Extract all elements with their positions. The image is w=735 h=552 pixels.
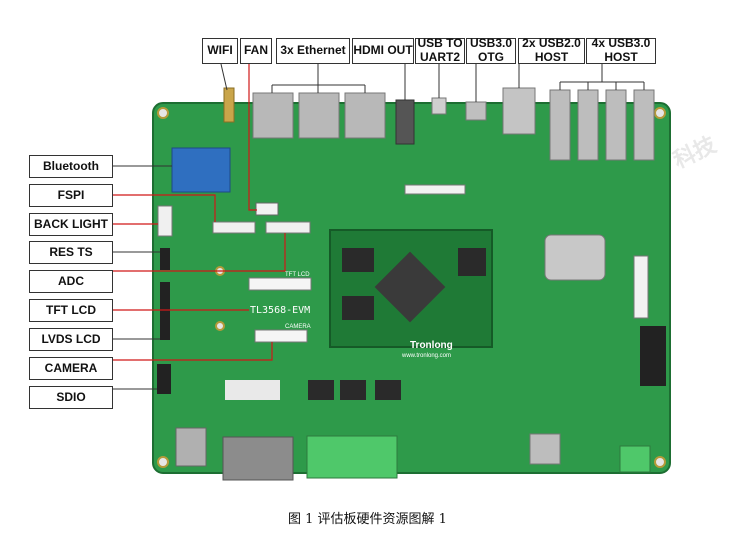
hdmi-port bbox=[395, 99, 415, 145]
usb3-otg-port bbox=[465, 101, 487, 121]
mount-hole bbox=[157, 107, 169, 119]
label-tftlcd: TFT LCD bbox=[29, 299, 113, 322]
usb2-host-port bbox=[502, 87, 536, 135]
ethernet-port bbox=[252, 92, 294, 139]
label-fan: FAN bbox=[240, 38, 272, 64]
leader-wifi bbox=[220, 63, 228, 91]
label-sdio: SDIO bbox=[29, 386, 113, 409]
ethernet-port bbox=[344, 92, 386, 139]
bluetooth-module bbox=[171, 147, 231, 193]
label-camera: CAMERA bbox=[29, 357, 113, 380]
leader-fan bbox=[248, 64, 257, 211]
adc-connector bbox=[265, 221, 311, 234]
db9-serial-port bbox=[222, 436, 294, 481]
backlight-connector bbox=[157, 205, 173, 237]
label-backlight: BACK LIGHT bbox=[29, 213, 113, 236]
mount-hole bbox=[654, 456, 666, 468]
emmc-chip bbox=[458, 248, 486, 276]
leader-camera bbox=[113, 342, 273, 361]
terminal-block bbox=[306, 435, 398, 479]
ic-chip bbox=[375, 380, 401, 400]
silk-tft: TFT LCD bbox=[285, 272, 310, 278]
label-lvdslcd: LVDS LCD bbox=[29, 328, 113, 351]
label-usb3-otg: USB3.0 OTG bbox=[466, 36, 516, 64]
fan-header bbox=[255, 202, 279, 216]
label-usb-uart: USB TO UART2 bbox=[415, 36, 465, 64]
usb3-host-port bbox=[549, 89, 571, 161]
jtag-header bbox=[640, 326, 666, 386]
tft-lcd-connector bbox=[248, 277, 312, 291]
ddr-chip bbox=[342, 296, 374, 320]
label-sticker bbox=[225, 380, 280, 400]
silk-camera: CAMERA bbox=[285, 324, 311, 330]
usb-uart-port bbox=[431, 97, 447, 115]
fspi-connector bbox=[212, 221, 256, 234]
sdio-header bbox=[157, 364, 171, 394]
mount-hole bbox=[215, 321, 225, 331]
label-hdmi: HDMI OUT bbox=[352, 38, 414, 64]
lvds-header bbox=[160, 282, 170, 340]
camera-connector bbox=[254, 329, 308, 343]
power-terminal bbox=[619, 445, 651, 473]
ic-chip bbox=[308, 380, 334, 400]
wifi-antenna bbox=[223, 87, 235, 123]
ddr-chip bbox=[342, 248, 374, 272]
figure-caption: 图 1 评估板硬件资源图解 1 bbox=[288, 512, 447, 527]
label-usb3-host: 4x USB3.0 HOST bbox=[586, 36, 656, 64]
soc-chip bbox=[374, 251, 446, 323]
mount-hole bbox=[157, 456, 169, 468]
ic-chip bbox=[340, 380, 366, 400]
label-wifi: WIFI bbox=[202, 38, 238, 64]
side-fpc bbox=[633, 255, 649, 319]
mount-hole bbox=[654, 107, 666, 119]
label-usb2-host: 2x USB2.0 HOST bbox=[518, 36, 585, 64]
usb3-host-port bbox=[633, 89, 655, 161]
sd-card-slot bbox=[175, 427, 207, 467]
label-rests: RES TS bbox=[29, 241, 113, 264]
label-bluetooth: Bluetooth bbox=[29, 155, 113, 178]
label-fspi: FSPI bbox=[29, 184, 113, 207]
usb3-host-port bbox=[605, 89, 627, 161]
rtc-battery-holder bbox=[544, 234, 606, 281]
leader-fspi bbox=[113, 194, 216, 222]
res-ts-header bbox=[160, 248, 170, 270]
ethernet-port bbox=[298, 92, 340, 139]
label-adc: ADC bbox=[29, 270, 113, 293]
silk-site: www.tronlong.com bbox=[401, 353, 451, 359]
leader-adc bbox=[113, 233, 286, 272]
usb3-host-port bbox=[577, 89, 599, 161]
silk-model: TL3568-EVM bbox=[250, 305, 310, 316]
hdmi-in-port bbox=[529, 433, 561, 465]
label-ethernet: 3x Ethernet bbox=[276, 38, 350, 64]
silk-brand: Tronlong bbox=[410, 340, 453, 351]
fpc-top bbox=[404, 184, 466, 195]
